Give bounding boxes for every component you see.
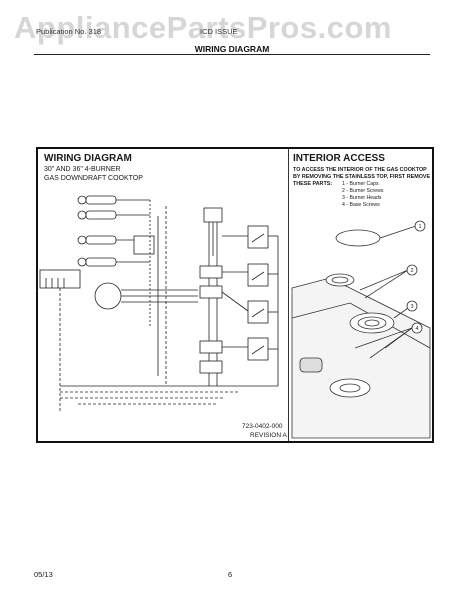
parts-list-item: 4 - Base Screws bbox=[342, 202, 380, 208]
burner-switch bbox=[247, 337, 269, 361]
terminal-block bbox=[133, 235, 155, 255]
wiring-diagram-title: WIRING DIAGRAM bbox=[44, 153, 132, 164]
burner-head bbox=[349, 312, 395, 334]
callout-label: 3 bbox=[410, 304, 413, 310]
parts-list-item: 1 - Burner Caps bbox=[342, 181, 379, 187]
revision: REVISION A bbox=[250, 432, 287, 439]
parts-list-item: 2 - Burner Screws bbox=[342, 188, 384, 194]
connector bbox=[199, 285, 223, 299]
callout-3 bbox=[406, 300, 418, 312]
callout-1 bbox=[414, 220, 426, 232]
burner-switch bbox=[247, 300, 269, 324]
blower-motor bbox=[94, 282, 122, 310]
connector bbox=[199, 265, 223, 279]
callout-2 bbox=[406, 264, 418, 276]
wiring-schematic bbox=[39, 195, 279, 411]
burner-ignitor bbox=[77, 210, 150, 220]
instruction-line: TO ACCESS THE INTERIOR OF THE GAS COOKTO… bbox=[293, 167, 427, 173]
burner-ignitor bbox=[77, 257, 150, 267]
power-cord-plug bbox=[203, 207, 223, 223]
watermark: AppliancePartsPros.com bbox=[14, 10, 392, 45]
page-title: WIRING DIAGRAM bbox=[194, 44, 270, 54]
instruction-line: THESE PARTS: bbox=[293, 181, 333, 187]
callout-label: 2 bbox=[410, 268, 413, 274]
connector bbox=[199, 360, 223, 374]
footer-date: 05/13 bbox=[34, 570, 53, 579]
header-rule bbox=[34, 54, 430, 55]
cooktop-illustration: 1 2 3 4 bbox=[291, 220, 431, 439]
diagram-frame bbox=[36, 147, 434, 443]
callout-label: 4 bbox=[415, 326, 418, 332]
page-number: 6 bbox=[228, 570, 233, 579]
interior-access-title: INTERIOR ACCESS bbox=[293, 153, 385, 164]
instruction-line: BY REMOVING THE STAINLESS TOP, FIRST REM… bbox=[293, 174, 431, 180]
burner-switch bbox=[247, 225, 269, 249]
issue-label: ICD ISSUE bbox=[200, 27, 238, 36]
wiring-subtitle-type: GAS DOWNDRAFT COOKTOP bbox=[44, 175, 143, 182]
connector bbox=[199, 340, 223, 354]
callout-4 bbox=[411, 322, 423, 334]
control-knob bbox=[299, 357, 323, 373]
part-number: 723-0402-000 bbox=[242, 423, 283, 430]
wiring-subtitle-model: 30" AND 36" 4-BURNER bbox=[44, 166, 121, 173]
burner-cap bbox=[335, 229, 381, 247]
publication-label: Publication No. 318 bbox=[36, 27, 102, 36]
panel-divider bbox=[288, 149, 289, 441]
burner-ignitor bbox=[77, 195, 150, 205]
burner-head bbox=[329, 378, 371, 398]
burner-head bbox=[325, 273, 355, 287]
burner-switch bbox=[247, 263, 269, 287]
parts-list-item: 3 - Burner Heads bbox=[342, 195, 382, 201]
callout-label: 1 bbox=[418, 224, 421, 230]
